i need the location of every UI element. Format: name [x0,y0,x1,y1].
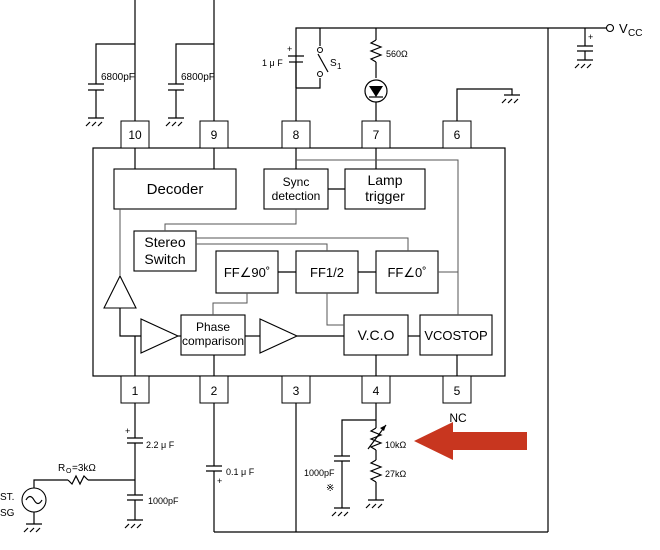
pin-3: 3 [281,375,311,404]
svg-text:1: 1 [337,62,342,71]
pin2-external: + 0.1 μ F [206,403,255,532]
svg-text:Phase: Phase [196,320,230,334]
decoder-block: Decoder [113,168,237,210]
svg-text:※: ※ [326,483,334,494]
svg-text:V.C.O: V.C.O [358,327,395,343]
svg-text:Switch: Switch [144,251,185,267]
svg-text:CC: CC [628,28,642,39]
pin-4: 4 [361,375,391,404]
svg-text:FF∠0˚: FF∠0˚ [387,265,426,280]
svg-text:1 μ F: 1 μ F [262,58,283,68]
svg-text:8: 8 [293,128,300,142]
svg-text:7: 7 [373,128,380,142]
pin7-external: 560Ω [364,28,408,121]
pin-6: 6 [442,120,472,149]
svg-text:Lamp: Lamp [367,172,402,188]
svg-text:=3kΩ: =3kΩ [72,463,96,474]
highlight-arrow-icon [414,422,527,460]
svg-text:detection: detection [272,189,321,203]
svg-text:VCOSTOP: VCOSTOP [424,328,487,343]
pin10-external: 6800pF [85,0,136,127]
svg-text:FF1/2: FF1/2 [310,265,344,280]
pin-9: 9 [199,120,229,149]
svg-text:6: 6 [454,128,461,142]
svg-text:6800pF: 6800pF [101,72,135,83]
vcc-terminal-icon [605,23,615,33]
amplifier-right-icon-2 [259,318,299,354]
svg-text:+: + [217,476,222,486]
pin-7: 7 [361,120,391,149]
sync-detection-block: Sync detection [263,168,329,210]
svg-text:27kΩ: 27kΩ [385,469,407,479]
svg-text:2: 2 [211,384,218,398]
svg-text:3: 3 [293,384,300,398]
svg-text:comparison: comparison [182,334,244,348]
pin4-external: 1000pF ※ 10kΩ 27kΩ [304,403,407,517]
pin-2: 2 [199,375,229,404]
pin-1: 1 [120,375,150,404]
svg-text:1000pF: 1000pF [148,496,179,506]
svg-text:6800pF: 6800pF [181,72,215,83]
phase-comparison-block: Phase comparison [180,314,246,356]
pin1-external: + 2.2 μ F 1000pF R O =3kΩ ST. SG [0,403,179,533]
svg-text:FF∠90˚: FF∠90˚ [224,265,270,280]
svg-text:+: + [287,44,292,54]
ff-half-block: FF1/2 [295,250,359,294]
svg-text:10kΩ: 10kΩ [385,440,407,450]
svg-text:Stereo: Stereo [144,234,185,250]
svg-text:5: 5 [454,384,461,398]
lamp-trigger-block: Lamp trigger [344,168,426,210]
svg-text:V: V [619,21,628,36]
pin-5: 5 [442,375,472,404]
svg-text:Sync: Sync [283,175,310,189]
internal-wiring [119,148,459,376]
svg-text:2.2 μ F: 2.2 μ F [146,440,175,450]
amplifier-up-icon [103,274,137,309]
svg-text:1000pF: 1000pF [304,468,335,478]
svg-text:9: 9 [211,128,218,142]
svg-text:0.1 μ F: 0.1 μ F [226,467,255,477]
svg-text:560Ω: 560Ω [386,49,408,59]
stereo-switch-block: Stereo Switch [133,230,197,272]
svg-text:4: 4 [373,384,380,398]
svg-text:10: 10 [128,128,142,142]
svg-text:O: O [66,468,72,475]
ff90-block: FF∠90˚ [215,250,279,294]
pin-10: 10 [120,120,150,149]
svg-text:ST.: ST. [0,492,14,503]
vcostop-block: VCOSTOP [419,314,493,356]
svg-text:1: 1 [132,384,139,398]
nc-label: NC [449,411,467,425]
pin9-external: 6800pF [165,0,215,127]
svg-text:+: + [588,32,593,42]
ff0-block: FF∠0˚ [375,250,439,294]
svg-text:R: R [58,463,65,474]
svg-text:SG: SG [0,508,15,519]
pin8-external: + 1 μ F S 1 [262,27,614,121]
svg-text:S: S [330,58,337,69]
svg-text:+: + [125,426,130,436]
amplifier-right-icon [140,318,180,354]
vcc-rail: + V CC [214,21,642,533]
svg-text:Decoder: Decoder [147,181,204,198]
vco-block: V.C.O [343,314,409,356]
svg-text:trigger: trigger [365,188,405,204]
pin6-external [456,88,520,121]
pin-8: 8 [281,120,311,149]
